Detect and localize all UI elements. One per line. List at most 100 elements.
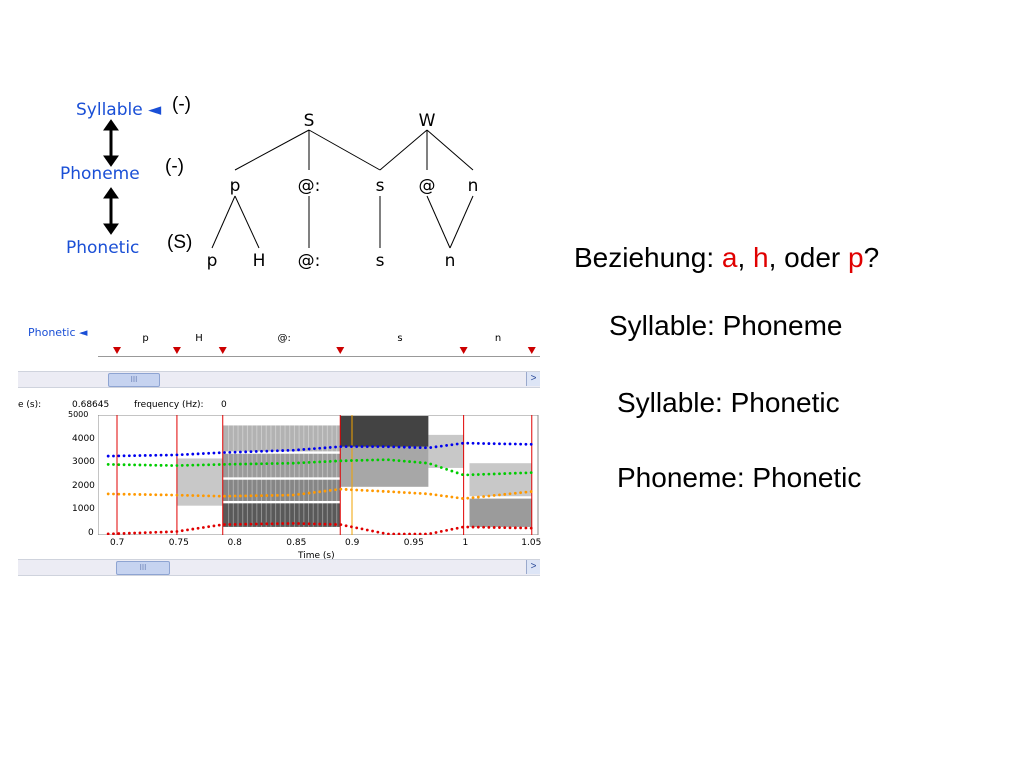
formant-point-f4 [122,454,126,458]
formant-point-f3 [360,458,364,462]
question-sep: , [737,242,754,273]
formant-point-f4 [138,454,142,457]
formant-point-f3 [434,464,438,468]
horizontal-scrollbar-top[interactable]: III > [18,371,540,388]
formant-point-f3 [297,461,300,465]
formant-point-f2 [170,493,174,497]
formant-point-f2 [223,494,226,498]
formant-point-f3 [397,459,401,463]
formant-point-f4 [397,445,401,449]
formant-point-f3 [207,463,211,467]
formant-point-f1 [122,531,126,535]
formant-point-f2 [492,494,496,497]
formant-point-f3 [170,464,174,467]
spectral-energy [428,434,464,468]
formant-point-f4 [164,453,168,457]
frequency-tick-label: 2000 [72,480,95,491]
relation-item: Phoneme: Phonetic [617,462,862,493]
formant-point-f1 [376,530,380,534]
formant-point-f2 [529,490,533,493]
formant-point-f3 [159,463,163,467]
formant-point-f4 [302,448,306,451]
question-end: ? [863,242,880,273]
phonetic-node: n [445,251,456,271]
formant-point-f1 [429,532,433,535]
formant-point-f3 [228,462,232,466]
formant-point-f3 [445,467,448,471]
formant-point-f1 [297,522,300,525]
formant-point-f4 [275,449,279,453]
formant-point-f4 [466,441,470,445]
formant-point-f1 [133,531,137,535]
formant-point-f2 [270,494,274,497]
boundary-marker [218,347,227,354]
formant-point-f3 [334,459,337,463]
segment-boundary-markers [113,347,536,354]
formant-point-f2 [244,494,248,498]
formant-point-f4 [471,441,475,445]
formant-point-f2 [265,494,269,497]
formant-point-f4 [223,451,226,454]
spectrogram-plot[interactable] [98,415,540,535]
formant-point-f3 [429,462,433,466]
formant-point-f3 [212,463,216,467]
formant-point-f2 [154,493,158,497]
formant-point-f3 [122,463,126,467]
level-phoneme-mark: (-) [165,156,184,177]
scroll-right-arrow[interactable]: > [526,560,540,574]
formant-point-f1 [424,532,427,535]
boundary-marker [336,347,345,354]
formant-point-f1 [471,525,475,529]
formant-point-f3 [117,463,121,467]
formant-point-f2 [180,493,184,497]
formant-point-f3 [519,471,523,475]
formant-point-f2 [381,489,385,493]
formant-point-f2 [434,493,438,497]
formant-point-f3 [291,461,295,465]
formant-point-f3 [223,462,226,466]
spectral-energy [469,463,532,497]
formant-point-f3 [302,461,306,465]
formant-point-f1 [254,522,258,526]
horizontal-scrollbar-bottom[interactable]: III > [18,559,540,576]
formant-point-f4 [307,447,311,451]
formant-point-f2 [254,494,258,498]
formant-point-f1 [212,524,216,528]
level-syllable-label[interactable]: Syllable ◄ [76,100,162,120]
formant-point-f1 [260,522,263,526]
phonetic-tier-label[interactable]: Phonetic ◄ [28,326,88,339]
formant-point-f1 [328,522,332,526]
scrollbar-thumb[interactable]: III [108,373,160,387]
formant-point-f4 [487,442,491,445]
level-phoneme-label[interactable]: Phoneme [60,164,140,184]
syllable-node-S: S [304,111,315,131]
phoneme-node: p [230,176,241,196]
segment-label[interactable]: p [142,333,149,344]
phonetic-tier[interactable] [98,322,540,357]
formant-point-f3 [439,466,443,469]
segment-label[interactable]: n [494,333,502,344]
formant-point-f4 [117,454,121,458]
segment-label[interactable]: s [397,333,403,344]
scroll-right-arrow[interactable]: > [526,372,540,386]
segment-label[interactable]: H [195,333,203,344]
formant-point-f4 [323,446,327,450]
segment-label[interactable]: @: [277,333,291,344]
formant-point-f1 [164,530,168,534]
formant-point-f1 [270,522,274,526]
formant-point-f3 [323,460,327,464]
formant-point-f4 [418,446,422,450]
formant-point-f4 [270,449,274,453]
formant-point-f2 [297,492,300,496]
formant-point-f4 [413,446,417,449]
spectral-energy [469,498,532,527]
scrollbar-thumb[interactable]: III [116,561,170,575]
formant-point-f4 [365,445,369,449]
boundary-marker [172,347,181,354]
formant-point-f2 [429,492,433,496]
formant-point-f1 [180,529,184,533]
level-phonetic-label[interactable]: Phonetic [66,238,140,258]
formant-point-f2 [260,494,263,497]
time-tick-label: 0.95 [403,538,424,548]
formant-point-f2 [286,493,290,497]
